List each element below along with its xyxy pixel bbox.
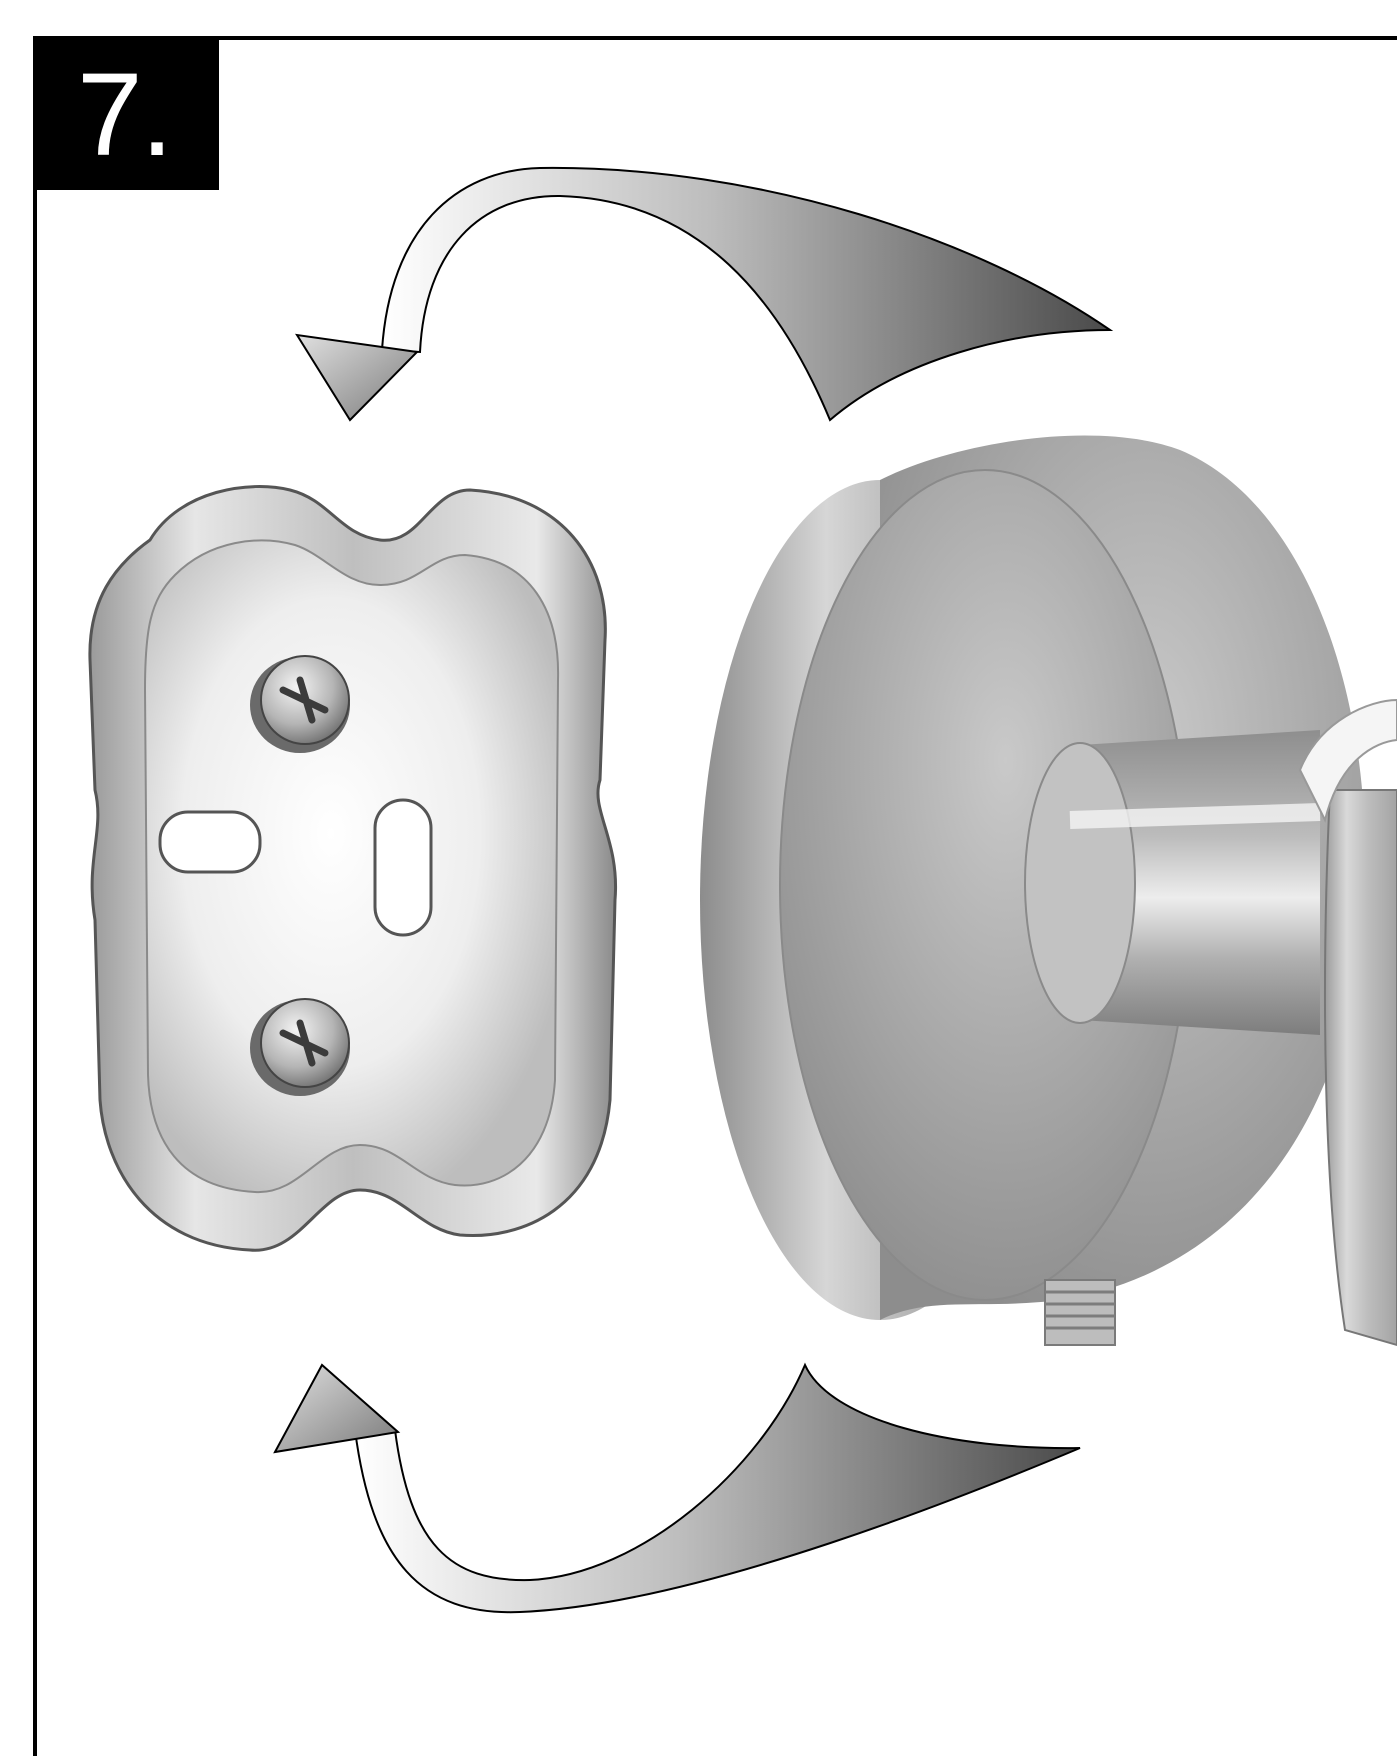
rotate-counterclockwise-arrow-icon	[295, 166, 1114, 422]
step-number-badge: 7.	[37, 40, 219, 190]
horizontal-slot	[158, 810, 262, 874]
screw-bottom	[250, 998, 350, 1096]
cup-holder	[1298, 698, 1397, 1347]
screw-top	[250, 655, 350, 753]
vertical-slot	[373, 798, 433, 937]
step-frame	[33, 36, 1397, 1756]
rotate-clockwise-arrow-icon	[273, 1362, 1081, 1614]
mounting-bracket	[88, 485, 618, 1252]
holder-arm	[1024, 730, 1321, 1035]
